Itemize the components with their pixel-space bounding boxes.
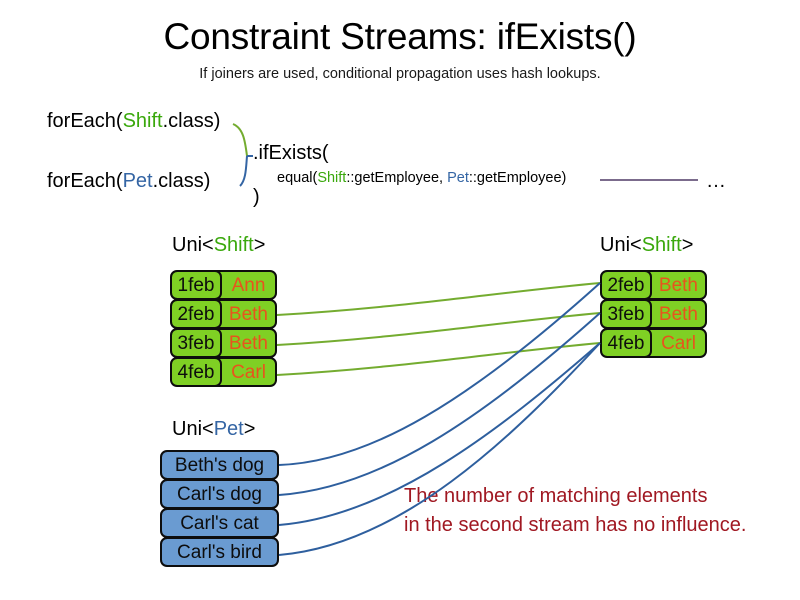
code-equal-shift-method: ::getEmployee, <box>346 170 448 186</box>
label-right-suffix: > <box>681 234 694 256</box>
annotation-line-1: The number of matching elements <box>404 485 708 507</box>
label-left-prefix: Uni< <box>172 234 214 256</box>
cell-value: Beth <box>228 332 268 354</box>
cell-value: Carl's cat <box>162 510 277 536</box>
brace-pet-arm <box>239 155 248 187</box>
cell-key: 2feb <box>172 301 222 327</box>
cell-value: Beth <box>228 303 268 325</box>
code-equal-joiner: equal(Shift::getEmployee, Pet::getEmploy… <box>277 170 566 186</box>
cell-value: Beth <box>658 274 698 296</box>
label-pet-stream: Uni<Pet> <box>172 418 255 441</box>
code-foreach-shift-type: Shift <box>122 110 163 132</box>
code-equal-pet-type: Pet <box>447 170 469 186</box>
code-foreach-pet: forEach(Pet.class) <box>47 170 210 193</box>
code-ifexists: .ifExists( <box>253 142 329 164</box>
code-foreach-shift-suffix: .class) <box>162 110 221 132</box>
table-row[interactable]: 3feb Beth <box>170 328 277 358</box>
label-right-shift-stream: Uni<Shift> <box>600 234 693 257</box>
list-item[interactable]: Carl's bird <box>160 537 279 567</box>
annotation-line-2: in the second stream has no influence. <box>404 514 747 536</box>
cell-value: Carl's dog <box>162 481 277 507</box>
label-pet-type: Pet <box>213 418 244 440</box>
code-equal-shift-type: Shift <box>317 170 347 186</box>
code-foreach-pet-prefix: forEach( <box>47 170 123 192</box>
label-right-prefix: Uni< <box>600 234 642 256</box>
cell-key: 3feb <box>602 301 652 327</box>
cell-key: 4feb <box>602 330 652 356</box>
table-row[interactable]: 1feb Ann <box>170 270 277 300</box>
cell-value: Carl's bird <box>162 539 277 565</box>
code-foreach-shift-prefix: forEach( <box>47 110 123 132</box>
label-pet-suffix: > <box>243 418 256 440</box>
table-row[interactable]: 2feb Beth <box>600 270 707 300</box>
table-row[interactable]: 3feb Beth <box>600 299 707 329</box>
ellipsis-label: … <box>706 170 726 192</box>
wire-shift-2feb <box>276 282 601 316</box>
wire-shift-4feb <box>276 342 601 376</box>
cell-value: Ann <box>231 274 266 296</box>
cell-value: Carl <box>661 332 696 354</box>
wire-shift-3feb <box>276 312 601 346</box>
cell-key: 4feb <box>172 359 222 385</box>
list-item[interactable]: Beth's dog <box>160 450 279 480</box>
cell-key: 1feb <box>172 272 222 298</box>
label-pet-prefix: Uni< <box>172 418 214 440</box>
page-title: Constraint Streams: ifExists() <box>163 16 637 57</box>
label-left-type: Shift <box>213 234 254 256</box>
cell-value: Beth's dog <box>162 452 277 478</box>
brace-shift-arm <box>232 123 248 157</box>
code-foreach-pet-type: Pet <box>122 170 153 192</box>
list-item[interactable]: Carl's cat <box>160 508 279 538</box>
table-row[interactable]: 4feb Carl <box>170 357 277 387</box>
code-foreach-shift: forEach(Shift.class) <box>47 110 220 133</box>
cell-key: 3feb <box>172 330 222 356</box>
code-foreach-pet-suffix: .class) <box>152 170 211 192</box>
table-right-shift: 2feb Beth 3feb Beth 4feb Carl <box>600 270 707 358</box>
wire-pet-carls-dog <box>278 312 601 496</box>
cell-value: Carl <box>231 361 266 383</box>
code-close-paren: ) <box>253 186 260 208</box>
table-left-shift: 1feb Ann 2feb Beth 3feb Beth 4feb Carl <box>170 270 277 387</box>
table-row[interactable]: 4feb Carl <box>600 328 707 358</box>
annotation-note: The number of matching elements in the s… <box>404 482 746 540</box>
list-item[interactable]: Carl's dog <box>160 479 279 509</box>
cell-key: 2feb <box>602 272 652 298</box>
cell-value: Beth <box>658 303 698 325</box>
label-left-shift-stream: Uni<Shift> <box>172 234 265 257</box>
code-equal-pet-method: ::getEmployee) <box>468 170 567 186</box>
wire-pet-beths-dog <box>278 282 601 466</box>
table-row[interactable]: 2feb Beth <box>170 299 277 329</box>
label-left-suffix: > <box>253 234 266 256</box>
table-pet: Beth's dog Carl's dog Carl's cat Carl's … <box>160 450 279 567</box>
label-right-type: Shift <box>641 234 682 256</box>
code-equal-prefix: equal( <box>277 170 318 186</box>
page-subtitle: If joiners are used, conditional propaga… <box>199 66 601 82</box>
